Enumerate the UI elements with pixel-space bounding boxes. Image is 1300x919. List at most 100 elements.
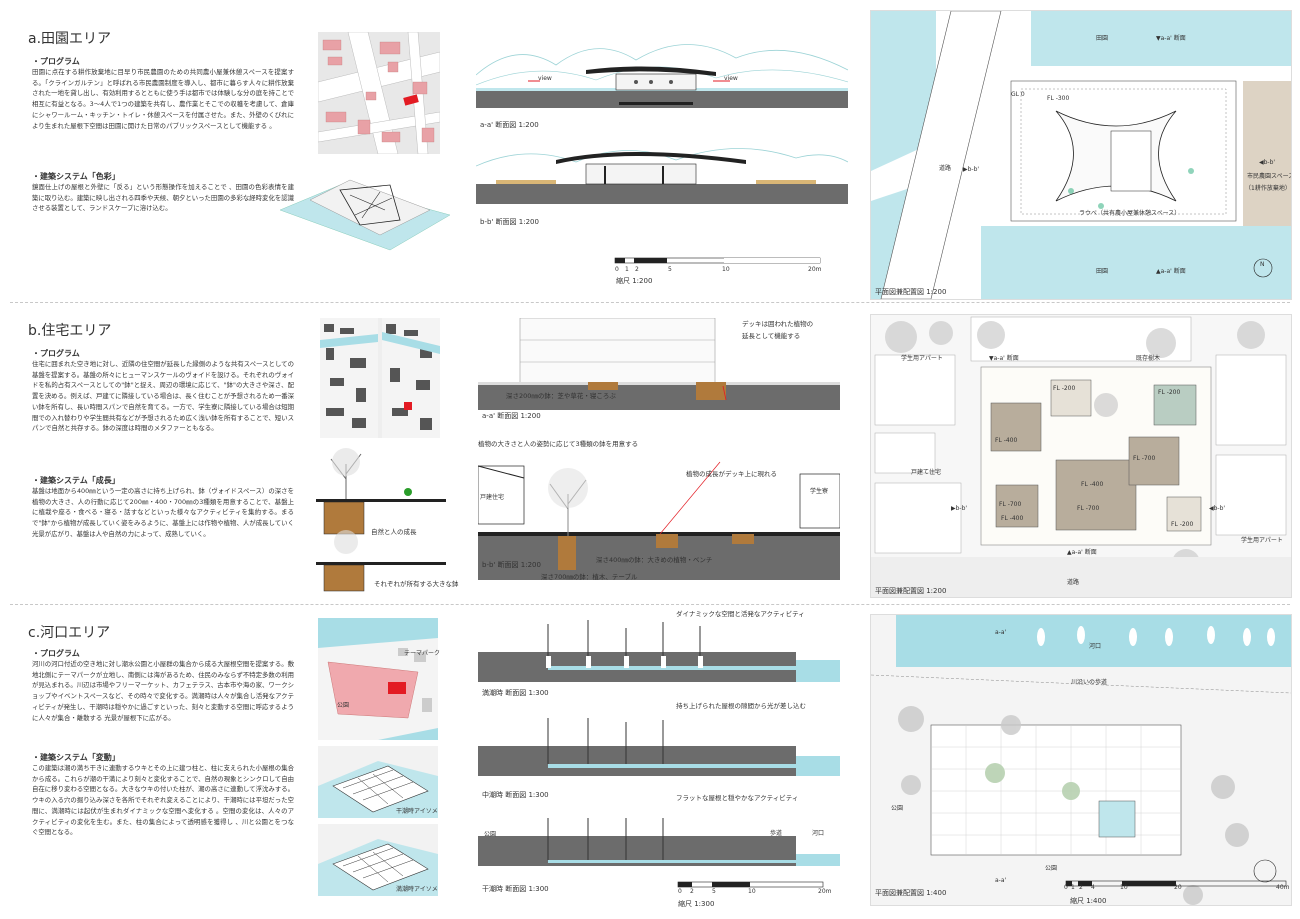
section-c-title: c.河口エリア (28, 625, 111, 641)
section-a-program-heading: ・プログラム (32, 57, 80, 66)
scale-tick-1: 1 (625, 266, 629, 273)
scale-tick-5: 20m (808, 266, 822, 273)
fl-label-3: FL -700 (1133, 455, 1156, 462)
river-mouth-label: 河口 (812, 830, 825, 837)
depth-200-label: 深さ200㎜の鉢：芝や草花・寝ころぶ (506, 392, 616, 400)
deck-note-2: 延長として機能する (742, 332, 801, 340)
c-plan-tick-6: 40m (1276, 884, 1290, 891)
c-plan-tick-0: 0 (1064, 884, 1068, 891)
section-a-section-aa: view view (476, 30, 848, 115)
section-b-plan-caption: 平面図兼配置図 1:200 (875, 587, 947, 595)
section-c-plan: a-a' 河口 川沿いの歩道 公園 公園 a-a' (870, 614, 1292, 906)
plan-b-dorm-right: 学生用アパート (1241, 537, 1283, 544)
plan-a-road: 道路 (939, 165, 952, 172)
c-scale-tick-1: 2 (690, 888, 694, 895)
plan-b-bb-left: ▶b-b' (951, 505, 968, 512)
dorm-label: 学生寮 (810, 488, 829, 495)
pots-note: 植物の大きさと人の姿勢に応じて3種類の鉢を用意する (478, 440, 639, 448)
section-a-scale-bar (612, 256, 852, 270)
park-sec-label: 公園 (484, 831, 497, 838)
section-c-site-map (318, 618, 438, 740)
c-plan-tick-1: 1 (1071, 884, 1075, 891)
section-c-program-text: 河川の河口付近の空き地に対し潮水公園と小屋群の集合から成る大屋根空間を提案する。… (32, 660, 295, 722)
row-divider-2 (10, 604, 1290, 605)
c-plan-scale-caption: 縮尺 1:400 (1070, 897, 1107, 905)
section-a-section-aa-caption: a-a' 断面図 1:200 (480, 121, 539, 129)
section-b-section-bb (478, 454, 840, 582)
section-a-plan-caption: 平面図兼配置図 1:200 (875, 288, 947, 296)
view-label-right: view (724, 75, 738, 82)
fl-label-7: FL -400 (1001, 515, 1024, 522)
c-scale-tick-3: 10 (748, 888, 756, 895)
c-scale-tick-2: 5 (712, 888, 716, 895)
section-c-axo-low (318, 824, 438, 896)
depth-400-label: 深さ400㎜の鉢：大きめの植物・ベンチ (596, 556, 713, 564)
section-c-scale-bar (676, 880, 836, 890)
axo-high-caption: 干潮時アイソメ (396, 808, 438, 815)
section-c-axo-high (318, 746, 438, 818)
park-label: 公園 (337, 702, 350, 709)
section-c-program-heading: ・プログラム (32, 649, 80, 658)
section-a-section-bb (476, 136, 848, 212)
row-divider-1 (10, 302, 1290, 303)
plan-a-fl: FL -300 (1047, 95, 1070, 102)
plan-a-field-bottom: 田園 (1096, 268, 1109, 275)
cap-low: 干潮時 断面図 1:300 (482, 885, 549, 893)
plan-a-aa-bottom: ▲a-a' 断面 (1156, 268, 1186, 275)
section-a-axonometric (280, 160, 450, 255)
plan-b-aa-top: ▼a-a' 断面 (989, 355, 1019, 362)
c-scale-tick-4: 20m (818, 888, 832, 895)
section-b-title: b.住宅エリア (28, 323, 112, 339)
plan-a-citizen: 市民農園スペース (1247, 173, 1292, 180)
c-plan-tick-5: 20 (1174, 884, 1182, 891)
section-b-program-text: 住宅に囲まれた空き地に対し、近隣の住空間が延長した縁側のような共有スペースとして… (32, 360, 294, 433)
fl-label-5: FL -700 (999, 501, 1022, 508)
section-b-system-text: 基盤は地面から400㎜という一定の高さに持ち上げられ、鉢（ヴォイドスペース）の深… (32, 487, 294, 538)
note-high: ダイナミックな空間と活発なアクティビティ (676, 610, 805, 618)
section-c-mid-section (478, 710, 840, 776)
plan-a-shared: ラウベ（共有農小屋兼休憩スペース） (1079, 210, 1181, 217)
section-c-plan-scale-bar (1064, 880, 1290, 888)
plan-c-aa-top: a-a' (995, 629, 1007, 636)
c-plan-tick-3: 4 (1091, 884, 1095, 891)
plan-b-aa-bottom: ▲a-a' 断面 (1067, 549, 1097, 556)
section-b-row: b.住宅エリア ・プログラム 住宅に囲まれた空き地に対し、近隣の住空間が延長した… (0, 304, 1300, 604)
section-b-system-heading: ・建築システム「成長」 (32, 476, 120, 485)
section-b-program-heading: ・プログラム (32, 349, 80, 358)
plan-a-bb-right: ◀b-b' (1259, 159, 1276, 166)
pots-caption: それぞれが所有する大きな鉢 (374, 580, 459, 588)
cap-high: 満潮時 断面図 1:300 (482, 689, 549, 697)
section-b-site-maps (320, 318, 440, 438)
note-mid: 持ち上げられた屋根の隙間から光が差し込む (676, 702, 806, 710)
section-a-system-heading: ・建築システム「色彩」 (32, 172, 120, 181)
plan-c-park-bottom: 公園 (1045, 865, 1058, 872)
fl-label-4: FL -400 (1081, 481, 1104, 488)
plan-a-field-top: 田園 (1096, 35, 1109, 42)
fl-label-8: FL -200 (1171, 521, 1194, 528)
house-label: 戸建住宅 (480, 494, 505, 501)
section-c-system-heading: ・建築システム「変動」 (32, 753, 120, 762)
section-c-low-section (478, 804, 840, 866)
cap-mid: 中潮時 断面図 1:300 (482, 791, 549, 799)
plan-b-dorm-top: 学生用アパート (901, 355, 943, 362)
plan-b-existing: 既存樹木 (1136, 355, 1161, 362)
section-c-high-section (478, 616, 840, 682)
plan-a-gl: GL 0 (1011, 91, 1025, 98)
plan-c-park: 公園 (891, 805, 904, 812)
plan-a-aa-top: ▼a-a' 断面 (1156, 35, 1186, 42)
fl-label-1: FL -400 (995, 437, 1018, 444)
axo-low-caption: 満潮時アイソメ (396, 886, 438, 893)
section-b-growth-diagrams (316, 444, 446, 594)
section-a-site-map (318, 32, 440, 154)
scale-tick-3: 5 (668, 266, 672, 273)
plan-b-bb-right: ◀b-b' (1209, 505, 1226, 512)
growth-note: 植物の成長がデッキ上に現れる (686, 470, 777, 478)
themepark-label: テーマパーク (404, 650, 441, 657)
fl-label-6: FL -700 (1077, 505, 1100, 512)
section-b-section-aa-caption: a-a' 断面図 1:200 (482, 412, 541, 420)
plan-b-road: 道路 (1067, 579, 1080, 586)
section-a-row: a.田園エリア ・プログラム 田園に点在する耕作放棄地に目早り市民農園のための共… (0, 0, 1300, 302)
section-a-system-text: 鏡面仕上げの屋根と外壁に「反る」という形態操作を加えることで 、田園の色彩表情を… (32, 183, 295, 213)
scale-tick-2: 2 (635, 266, 639, 273)
section-a-program-text: 田園に点在する耕作放棄地に目早り市民農園のための共同農小屋兼休憩スペースを提案す… (32, 68, 294, 130)
